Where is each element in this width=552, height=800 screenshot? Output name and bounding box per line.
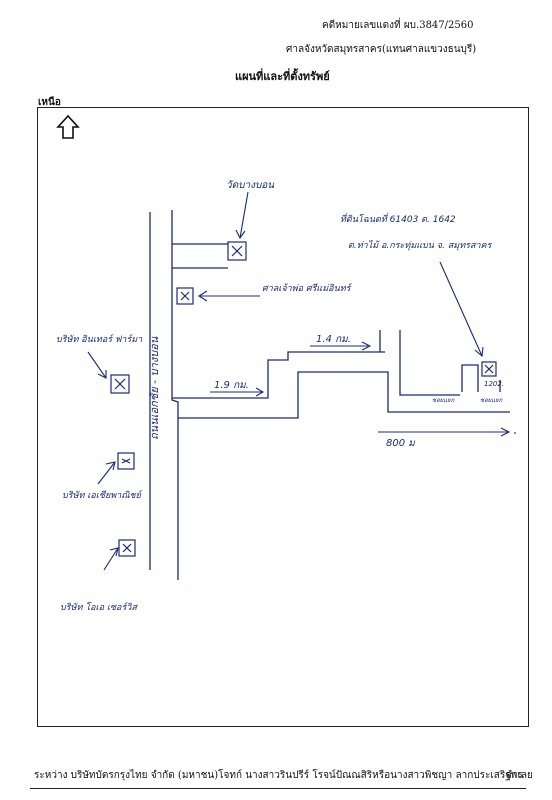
property-label-line2: ต.ท่าไม้ อ.กระทุ่มแบน จ. สมุทรสาคร bbox=[348, 239, 493, 251]
company-a-marker bbox=[110, 374, 130, 394]
lot-label-c: ซอยแยก bbox=[480, 397, 503, 404]
company-c-marker bbox=[118, 539, 136, 557]
court-name: ศาลจังหวัดสมุทรสาคร(แทนศาลแขวงธนบุรี) bbox=[286, 44, 477, 55]
temple-label: วัดบางบอน bbox=[226, 180, 275, 191]
company-b-label: บริษัท เอเชียพาณิชย์ bbox=[62, 490, 143, 501]
lot-label-a: 1202. bbox=[484, 380, 504, 388]
footer-divider bbox=[30, 788, 526, 789]
north-label: เหนือ bbox=[38, 97, 61, 108]
company-c-label: บริษัท โอเอ เซอร์วิส bbox=[60, 601, 138, 613]
distance-2: 1.9 กม. bbox=[214, 380, 249, 391]
shrine-label: ศาลเจ้าพ่อ ศรีแม่อินทร์ bbox=[262, 283, 352, 294]
company-a-label: บริษัท อินเทอร์ ฟาร์มา bbox=[56, 334, 143, 345]
case-number: คดีหมายเลขแดงที่ ผบ.3847/2560 bbox=[322, 20, 474, 31]
temple-marker bbox=[227, 241, 247, 261]
shrine-marker bbox=[176, 287, 194, 305]
property-marker bbox=[481, 361, 497, 377]
distance-1: 1.4 กม. bbox=[316, 334, 351, 345]
road-label: ถนนเอกชัย - บางบอน bbox=[148, 336, 161, 440]
map-frame bbox=[37, 107, 529, 727]
company-b-marker bbox=[117, 452, 135, 470]
distance-3: 800 ม bbox=[386, 438, 416, 449]
side-roads bbox=[172, 243, 510, 419]
footer-parties: ระหว่าง บริษัทบัตรกรุงไทย จำกัด (มหาชน)โ… bbox=[34, 770, 523, 781]
lot-label-b: ซอยแยก bbox=[432, 397, 455, 404]
main-road bbox=[149, 210, 179, 580]
page-title: แผนที่และที่ตั้งทรัพย์ bbox=[235, 70, 330, 83]
property-label-line1: ที่ดินโฉนดที่ 61403 ต. 1642 bbox=[340, 212, 456, 225]
footer-defendant: จำเลย bbox=[506, 770, 533, 781]
north-arrow-icon bbox=[56, 114, 80, 139]
pointer-arrows bbox=[87, 191, 516, 571]
